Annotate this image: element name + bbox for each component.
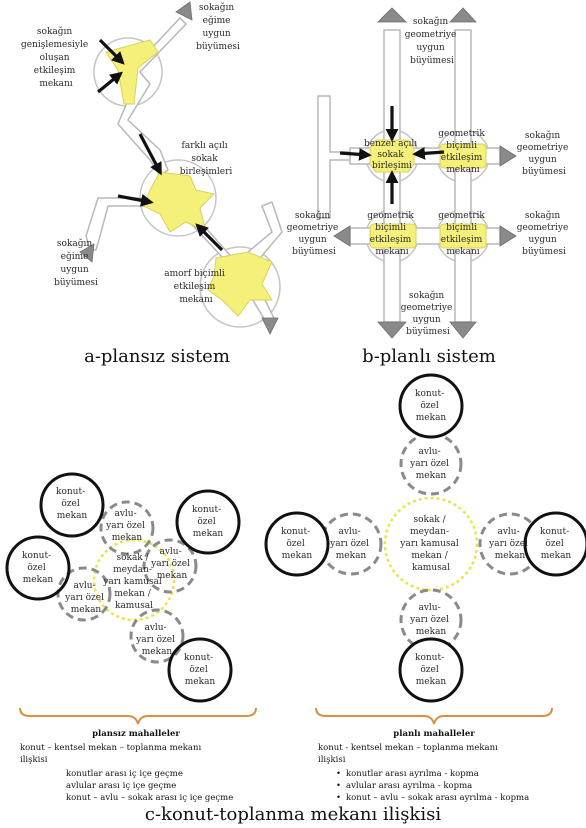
label-geo-growth-left: sokağın geometriye uygun büyümesi — [287, 210, 341, 257]
heading-unplanned: plansız mahalleler — [92, 729, 180, 739]
house-circle — [5, 535, 71, 601]
house-circle — [39, 472, 105, 538]
label-geo-growth-top: sokağın geometriye uygun büyümesi — [405, 16, 459, 66]
courtyard-circle — [399, 432, 463, 496]
street-vertical — [454, 29, 472, 323]
growth-arrow-icon — [499, 225, 517, 247]
panel-a-plan: sokağın genişlemesiyle oluşan etkileşim … — [21, 1, 283, 367]
growth-arrow-icon — [333, 225, 351, 247]
relation-item: konut – avlu – sokak arası ayrılma - kop… — [346, 793, 529, 803]
interaction-space-geo — [439, 143, 487, 169]
public-space-circle — [383, 496, 479, 592]
house-label: konut- özel mekan — [56, 487, 88, 521]
relation-item: avlular arası iç içe geçme — [66, 781, 176, 791]
brace-bracket — [19, 707, 257, 725]
house-label: konut- özel mekan — [415, 653, 447, 687]
growth-arrow-icon — [449, 7, 477, 23]
house-label: konut- özel mekan — [192, 505, 224, 539]
label-slope-growth-top: sokağın eğime uygun büyümesi — [196, 2, 240, 52]
courtyard-label: avlu- yarı özel mekan — [64, 581, 107, 615]
label-geo-growth-right2: sokağın geometriye uygun büyümesi — [517, 210, 571, 257]
courtyard-label: avlu- yarı özel mekan — [409, 603, 452, 637]
house-label: konut- özel mekan — [281, 527, 313, 561]
house-circle — [167, 637, 233, 703]
public-space-label: sokak / meydan- yarı kamusal mekan / kam… — [102, 553, 164, 611]
relation-text: konut – kentsel mekan – toplanma mekanı — [20, 743, 201, 753]
label-slope-growth-bottom: sokağın eğime uygun büyümesi — [54, 238, 98, 288]
house-circle — [523, 511, 586, 577]
relation-text: ilişkisi — [318, 755, 346, 765]
brace-bracket — [315, 707, 553, 725]
pointer-arrow-icon — [117, 194, 154, 207]
growth-arrow-icon — [377, 7, 407, 23]
growth-arrow-icon — [499, 145, 517, 167]
pointer-arrow-icon — [339, 147, 372, 161]
halo-circle — [199, 246, 281, 328]
courtyard-label: avlu- yarı özel mekan — [329, 527, 372, 561]
label-amorphous-space: amorf biçimli etkileşim mekanı — [164, 269, 228, 305]
relation-text: konut - kentsel mekan – toplanma mekanı — [318, 743, 498, 753]
interaction-space-junction — [143, 171, 215, 233]
label-street-widening: sokağın genişlemesiyle oluşan etkileşim … — [21, 26, 91, 89]
house-label: konut- özel mekan — [22, 551, 54, 585]
pointer-arrow-icon — [195, 223, 224, 252]
courtyard-circle — [129, 608, 185, 664]
interaction-space-geo — [439, 223, 487, 249]
interaction-space-geo — [369, 223, 417, 249]
relation-item: avlular arası ayrılma - kopma — [346, 781, 472, 791]
caption-b: b-planlı sistem — [362, 346, 496, 367]
growth-arrow-icon — [79, 243, 95, 263]
courtyard-circle — [99, 500, 155, 556]
label-geo-space-bottom-left: geometrik biçimli etkileşim mekanı — [367, 211, 417, 257]
public-space-label: sokak / meydan- yarı kamusal mekan / kam… — [399, 515, 461, 573]
courtyard-circle — [56, 566, 112, 622]
label-geo-growth-bottom: sokağın geometriye uygun büyümesi — [401, 290, 455, 337]
courtyard-label: avlu- yarı özel mekan — [150, 547, 193, 581]
pointer-arrow-icon — [412, 146, 445, 160]
panel-c-left: konut- özel mekan konut- özel mekan konu… — [5, 472, 257, 803]
label-similar-angle-junction: benzer açılı sokak birleşimi — [364, 139, 420, 171]
label-geo-growth-right: sokağın geometriye uygun büyümesi — [517, 130, 571, 177]
courtyard-label: avlu- yarı özel mekan — [409, 447, 452, 481]
street-t-end — [317, 95, 351, 219]
growth-arrow-icon — [377, 321, 407, 339]
courtyard-label: avlu- yarı özel mekan — [135, 623, 178, 657]
house-circle — [398, 637, 464, 703]
pointer-arrow-icon — [96, 71, 123, 94]
pointer-arrow-icon — [98, 38, 125, 65]
relation-item: konutlar arası iç içe geçme — [66, 769, 183, 779]
house-label: konut- özel mekan — [415, 389, 447, 423]
heading-planned: planlı mahalleler — [393, 729, 475, 739]
growth-arrow-icon — [175, 1, 193, 21]
public-space-circle — [92, 538, 176, 622]
bullet: • — [336, 769, 341, 779]
relation-item: konutlar arası ayrılma - kopma — [346, 769, 479, 779]
panel-c-right: konut- özel mekan konut- özel mekan konu… — [264, 373, 586, 803]
pointer-arrow-icon — [138, 133, 162, 176]
courtyard-label: avlu- yarı özel mekan — [488, 527, 531, 561]
label-geo-space-right: geometrik biçimli etkileşim mekanı — [438, 129, 488, 175]
house-label: konut- özel mekan — [184, 653, 216, 687]
courtyard-label: avlu- yarı özel mekan — [105, 509, 148, 543]
interaction-space-widening — [105, 39, 159, 105]
label-geo-space-bottom-right: geometrik biçimli etkileşim mekanı — [438, 211, 488, 257]
caption-c: c-konut-toplanma mekanı ilişkisi — [145, 804, 441, 825]
panel-b-plan: sokağın geometriye uygun büyümesi benzer… — [287, 7, 571, 367]
caption-a: a-plansız sistem — [84, 346, 230, 367]
relation-item: konut – avlu – sokak arası iç içe geçme — [66, 793, 233, 803]
label-angled-junctions: farklı açılı sokak birleşimleri — [180, 141, 233, 177]
house-circle — [398, 373, 464, 439]
growth-arrow-icon — [261, 317, 279, 335]
house-circle — [264, 511, 330, 577]
bullet: • — [336, 793, 341, 803]
courtyard-circle — [399, 588, 463, 652]
growth-arrow-icon — [449, 321, 477, 339]
house-circle — [175, 489, 241, 555]
relation-text: ilişkisi — [20, 755, 48, 765]
house-label: konut- özel mekan — [540, 527, 572, 561]
courtyard-circle — [142, 538, 198, 594]
interaction-space-amorphous — [207, 251, 273, 317]
bullet: • — [336, 781, 341, 791]
